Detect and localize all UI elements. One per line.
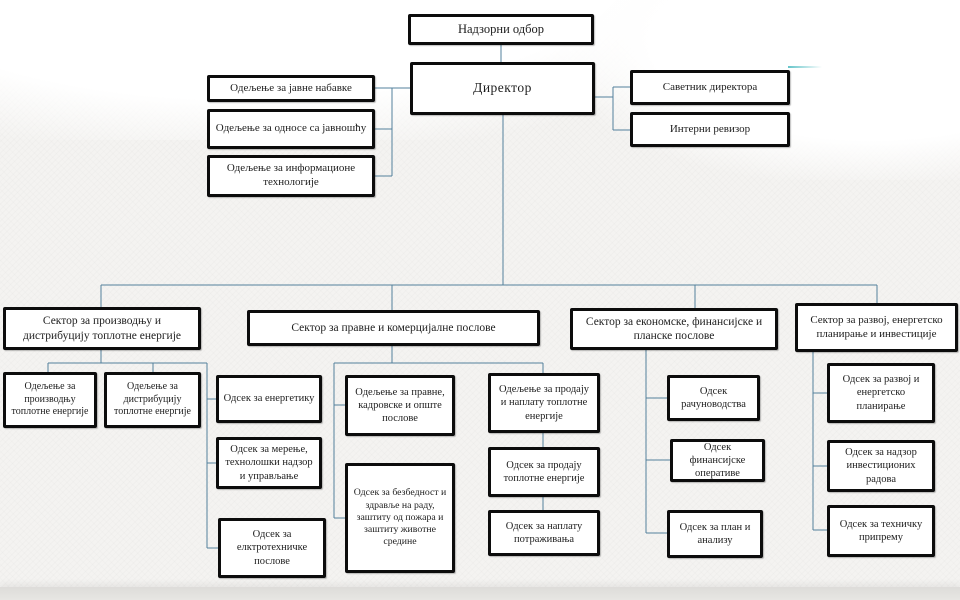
node-odeljenje-odnosi-sa-javnoscu: Одељење за односе са јавношћу [207, 109, 375, 149]
node-odsek-plan-analiza: Одсек за план и анализу [667, 510, 763, 558]
node-odeljenje-proizvodnja-toplotne: Одељење за производњу топлотне енергије [3, 372, 97, 428]
node-sektor-razvoj-investicije: Сектор за развој, енергетско планирање и… [795, 303, 958, 352]
node-odsek-racunovodstvo: Одсек рачуноводства [667, 375, 760, 421]
node-sektor-pravni-komercijalni: Сектор за правне и комерцијалне послове [247, 310, 540, 346]
node-sektor-ekonomski-finansijski: Сектор за економске, финансијске и планс… [570, 308, 778, 350]
node-odsek-bezbednost-zastita: Одсек за безбедност и здравље на раду, з… [345, 463, 455, 573]
node-odsek-elektrotehnicki: Одсек за елктротехничке послове [218, 518, 326, 578]
node-direktor: Директор [410, 62, 595, 115]
node-odsek-finansijske-operative: Одсек финансијске оперативе [670, 439, 765, 482]
node-savetnik-direktora: Саветник директора [630, 70, 790, 105]
node-odeljenje-pravne-kadrovske: Одељење за правне, кадровске и опште пос… [345, 375, 455, 436]
node-odeljenje-informacione-tehnologije: Одељење за информационе технологије [207, 155, 375, 197]
teal-accent-line [788, 66, 822, 68]
node-nadzorni-odbor: Надзорни одбор [408, 14, 594, 45]
node-odsek-merenje-nadzor: Одсек за мерење, технолошки надзор и упр… [216, 437, 322, 489]
node-odsek-tehnicka-priprema: Одсек за техничку припрему [827, 505, 935, 557]
node-odsek-nadzor-investicionih: Одсек за надзор инвестиционих радова [827, 440, 935, 492]
node-odeljenje-javne-nabavke: Одељење за јавне набавке [207, 75, 375, 102]
node-odsek-energetika: Одсек за енергетику [216, 375, 322, 423]
node-odeljenje-distribucija-toplotne: Одељење за дистрибуцију топлотне енергиј… [104, 372, 201, 428]
node-sektor-proizvodnja-distribucija: Сектор за производњу и дистрибуцију топл… [3, 307, 201, 350]
bottom-band-decoration [0, 587, 960, 600]
node-odsek-razvoj-energetsko-planiranje: Одсек за развој и енергетско планирање [827, 363, 935, 423]
node-odsek-naplata-potrazivanja: Одсек за наплату потраживања [488, 510, 600, 556]
node-interni-revizor: Интерни ревизор [630, 112, 790, 147]
node-odsek-prodaja-toplotne: Одсек за продају топлотне енергије [488, 447, 600, 497]
node-odeljenje-prodaja-naplata: Одељење за продају и наплату топлотне ен… [488, 373, 600, 433]
